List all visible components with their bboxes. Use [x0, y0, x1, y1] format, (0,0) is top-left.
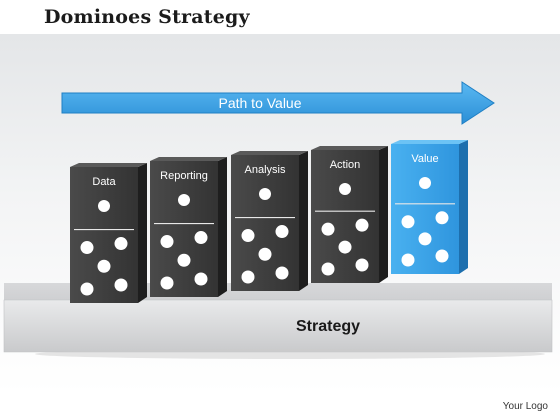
domino-pip — [401, 253, 415, 267]
domino-top-edge — [231, 151, 308, 155]
path-to-value-arrow: Path to Value — [61, 81, 495, 125]
domino-label: Action — [330, 159, 361, 171]
domino-pip — [177, 253, 191, 267]
domino-face — [311, 150, 379, 283]
domino-pip — [97, 259, 111, 273]
domino-label: Value — [411, 153, 438, 165]
domino-side — [138, 163, 147, 303]
domino-top-edge — [311, 146, 388, 150]
domino-pip — [241, 229, 255, 243]
domino-value: Value — [391, 140, 468, 274]
domino-pip — [355, 218, 369, 232]
domino-pip — [339, 183, 351, 195]
domino-pip — [435, 249, 449, 263]
domino-pip — [259, 188, 271, 200]
domino-pip — [178, 194, 190, 206]
domino-top-edge — [150, 157, 227, 161]
domino-label: Data — [92, 176, 116, 188]
domino-pip — [80, 282, 94, 296]
domino-top-edge — [391, 140, 468, 144]
domino-face — [231, 155, 299, 291]
domino-pip — [275, 225, 289, 239]
domino-face — [70, 167, 138, 303]
domino-pip — [194, 231, 208, 245]
domino-pip — [275, 266, 289, 280]
domino-side — [299, 151, 308, 291]
domino-pip — [435, 211, 449, 225]
domino-pip — [194, 272, 208, 286]
arrow-label: Path to Value — [218, 95, 301, 111]
domino-pip — [160, 235, 174, 249]
domino-pip — [419, 177, 431, 189]
domino-pip — [241, 270, 255, 284]
domino-label: Analysis — [245, 164, 286, 176]
domino-side — [379, 146, 388, 283]
domino-pip — [160, 276, 174, 290]
domino-pip — [321, 222, 335, 236]
domino-action: Action — [311, 146, 388, 283]
domino-reporting: Reporting — [150, 157, 227, 297]
domino-pip — [98, 200, 110, 212]
domino-pip — [401, 215, 415, 229]
domino-side — [218, 157, 227, 297]
domino-pip — [338, 240, 352, 254]
logo-placeholder: Your Logo — [502, 401, 548, 412]
domino-side — [459, 140, 468, 274]
domino-analysis: Analysis — [231, 151, 308, 291]
domino-top-edge — [70, 163, 147, 167]
platform-label: Strategy — [296, 318, 360, 335]
domino-face — [391, 144, 459, 274]
domino-pip — [355, 258, 369, 272]
page-title: Dominoes Strategy — [44, 6, 250, 28]
dominoes-group: Data Reporting Analysis Action Value — [70, 140, 468, 303]
domino-pip — [418, 232, 432, 246]
domino-label: Reporting — [160, 170, 208, 182]
domino-pip — [321, 262, 335, 276]
domino-pip — [114, 237, 128, 251]
domino-pip — [258, 247, 272, 261]
domino-face — [150, 161, 218, 297]
domino-data: Data — [70, 163, 147, 303]
domino-pip — [114, 278, 128, 292]
domino-pip — [80, 241, 94, 255]
